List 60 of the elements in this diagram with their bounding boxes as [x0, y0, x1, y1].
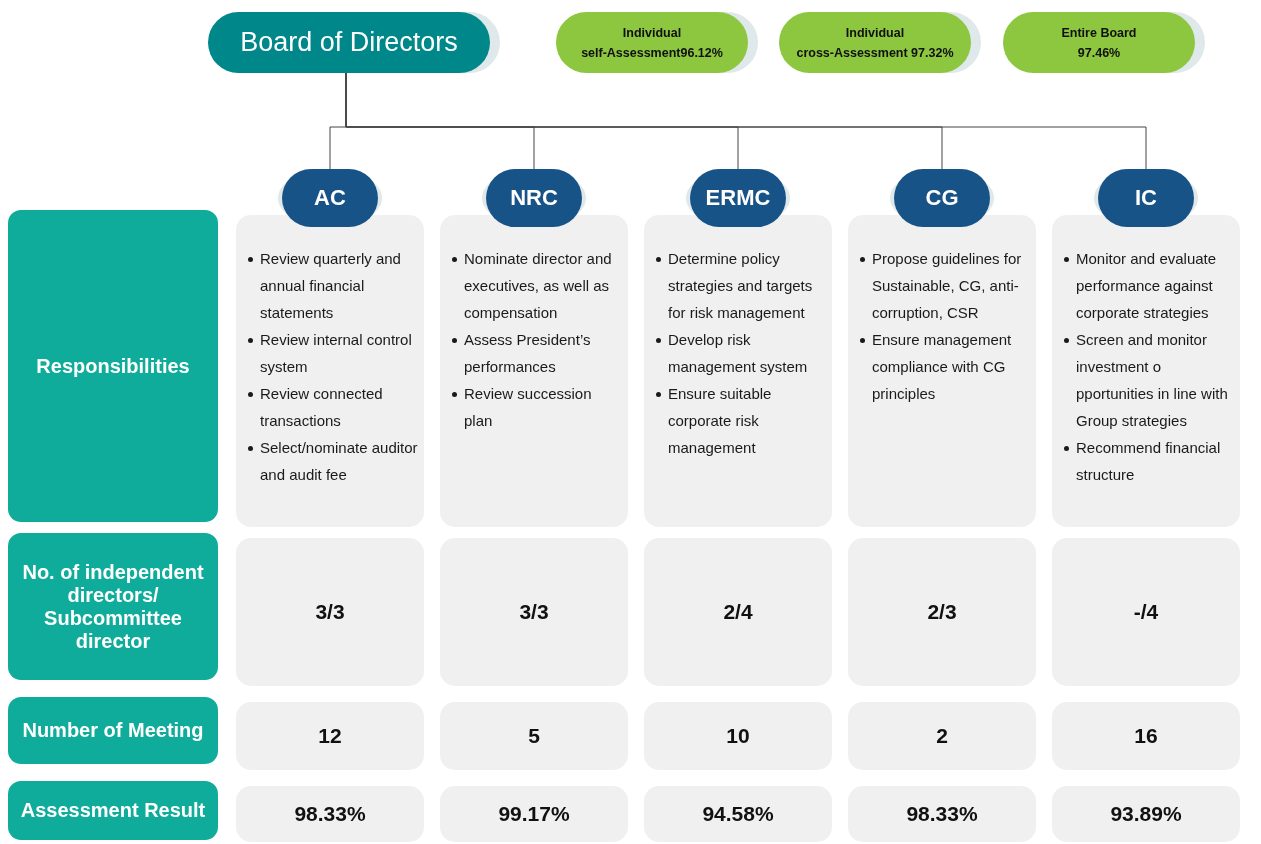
- pill-label: CG: [925, 185, 959, 211]
- pill-label: Individual: [845, 24, 905, 42]
- pill-label: IC: [1135, 185, 1157, 211]
- responsibility-card: [236, 215, 424, 527]
- bullet-text: Nominate director and executives, as well as compensation: [464, 250, 612, 321]
- pill-label: AC: [314, 185, 346, 211]
- connector-line: [345, 72, 1147, 170]
- pill-label: Entire Board: [1061, 24, 1137, 42]
- value-text: 2/3: [927, 600, 957, 624]
- value-text: 10: [726, 724, 750, 748]
- value-text: 5: [528, 724, 540, 748]
- score-pill: [779, 12, 981, 73]
- value-text: 2/4: [723, 600, 753, 624]
- value-text: 98.33%: [906, 802, 978, 826]
- bullet-text: Review connected transactions: [260, 385, 383, 429]
- responsibility-card: [848, 215, 1036, 527]
- bullet-text: Propose guidelines for Sustainable, CG, anti-corruption, CSR: [872, 250, 1022, 321]
- bullet-text: Screen and monitor investment o pportunities in line with Group strategies: [1076, 331, 1228, 429]
- pill-label: ERMC: [705, 185, 771, 211]
- value-text: 98.33%: [294, 802, 366, 826]
- value-text: 3/3: [315, 600, 345, 624]
- value-text: 2: [936, 724, 948, 748]
- value-text: -/4: [1133, 600, 1159, 624]
- bullet-text: Monitor and evaluate performance against corporate strategies: [1076, 250, 1217, 321]
- value-text: 16: [1134, 724, 1158, 748]
- responsibility-card: [440, 215, 628, 527]
- responsibility-card: [644, 215, 832, 527]
- bullet-text: Review quarterly and annual financial statements: [260, 250, 401, 321]
- row-label: Responsibilities: [36, 354, 190, 378]
- pill-label: Board of Directors: [240, 27, 458, 58]
- score-pill: [1003, 12, 1205, 73]
- bullet-text: Review internal control system: [260, 331, 412, 375]
- board-pill: [208, 12, 500, 73]
- row-label: Assessment Result: [20, 799, 206, 822]
- pill-label: cross-Assessment 97.32%: [796, 44, 954, 62]
- row-header: [8, 533, 218, 680]
- value-text: 93.89%: [1110, 802, 1182, 826]
- row-header: [8, 210, 218, 522]
- pill-label: NRC: [510, 185, 558, 211]
- bullet-text: Select/nominate auditor and audit fee: [260, 439, 418, 483]
- row-label: Number of Meeting: [22, 719, 204, 742]
- bullet-text: Ensure management compliance with CG principles: [872, 331, 1012, 402]
- bullet-text: Determine policy strategies and targets for risk management: [668, 250, 813, 321]
- responsibility-card: [1052, 215, 1240, 527]
- value-text: 12: [318, 724, 342, 748]
- row-header: [8, 781, 218, 840]
- row-header: [8, 697, 218, 764]
- pill-label: Individual: [622, 24, 682, 42]
- value-text: 94.58%: [702, 802, 774, 826]
- pill-label: self-Assessment96.12%: [581, 44, 723, 62]
- pill-label: 97.46%: [1077, 44, 1121, 62]
- bullet-text: Develop risk management system: [668, 331, 808, 375]
- bullet-text: Recommend financial structure: [1076, 439, 1221, 483]
- score-pill: [556, 12, 758, 73]
- bullet-text: Ensure suitable corporate risk management: [668, 385, 772, 456]
- bullet-text: Assess President’s performances: [464, 331, 591, 375]
- row-label: No. of independent directors/ Subcommittee director: [21, 560, 205, 653]
- bullet-text: Review succession plan: [464, 385, 592, 429]
- value-text: 99.17%: [498, 802, 570, 826]
- value-text: 3/3: [519, 600, 549, 624]
